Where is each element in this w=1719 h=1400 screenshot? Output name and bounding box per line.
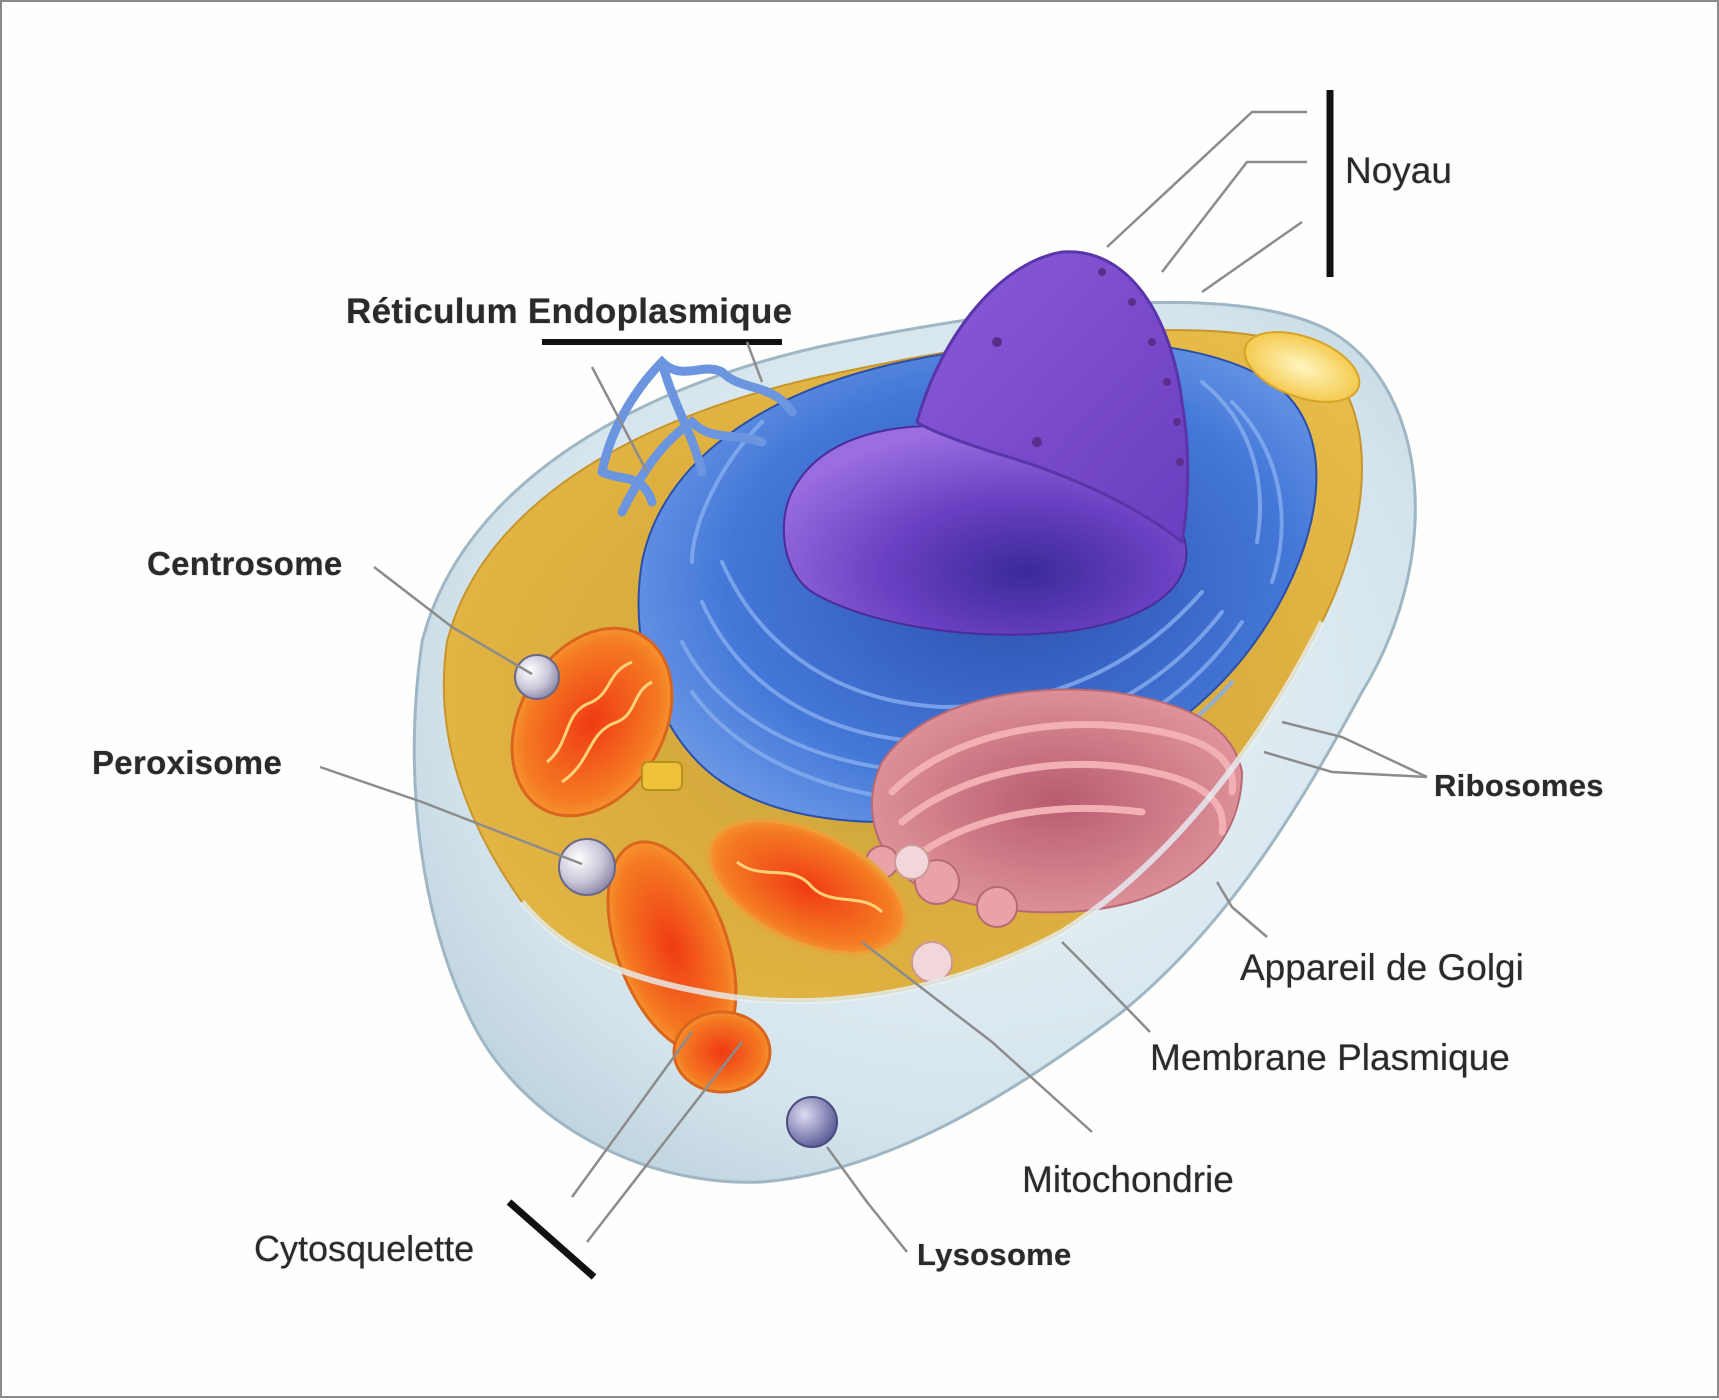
label-noyau: Noyau bbox=[1345, 150, 1452, 191]
er-tubules bbox=[597, 355, 797, 517]
label-centrosome: Centrosome bbox=[147, 545, 343, 582]
centriole bbox=[641, 761, 683, 791]
nucleus-dome bbox=[915, 250, 1190, 545]
mitochondrion-lower bbox=[606, 840, 772, 1094]
label-mitochondrie: Mitochondrie bbox=[1022, 1159, 1234, 1200]
peroxisome-body bbox=[558, 838, 616, 896]
label-cytosquelette: Cytosquelette bbox=[254, 1228, 475, 1269]
label-membrane: Membrane Plasmique bbox=[1150, 1037, 1510, 1078]
label-golgi: Appareil de Golgi bbox=[1240, 947, 1524, 988]
label-reticulum: Réticulum Endoplasmique bbox=[346, 292, 793, 331]
label-lysosome: Lysosome bbox=[917, 1237, 1072, 1272]
leader-lines bbox=[319, 90, 1428, 1280]
mitochondrion-middle bbox=[707, 818, 907, 956]
membrane-rim bbox=[519, 620, 1325, 1005]
vesicle bbox=[911, 941, 953, 983]
nuclear-pores bbox=[992, 268, 1184, 466]
vesicle bbox=[894, 844, 930, 880]
lysosome-body bbox=[786, 1096, 838, 1148]
label-peroxisome: Peroxisome bbox=[92, 744, 283, 781]
centrosome-body bbox=[514, 654, 560, 700]
label-ribosomes: Ribosomes bbox=[1434, 768, 1604, 803]
golgi-apparatus bbox=[865, 688, 1244, 928]
vacuole bbox=[1243, 331, 1361, 403]
